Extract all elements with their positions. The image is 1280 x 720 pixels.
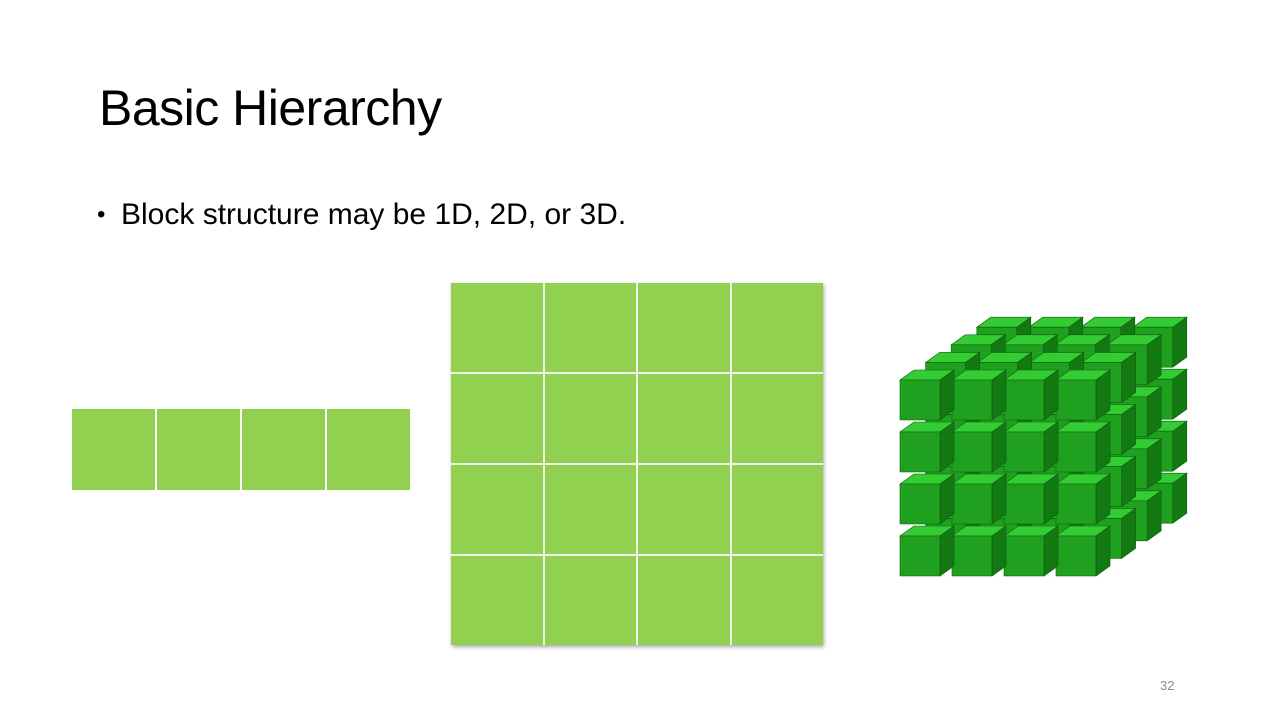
cube-front-face bbox=[899, 483, 941, 525]
cube-front-face bbox=[1055, 483, 1097, 525]
cube-front-face bbox=[951, 483, 993, 525]
cube-front-face bbox=[899, 431, 941, 473]
cube-front-face bbox=[951, 535, 993, 577]
block-cell bbox=[731, 556, 823, 645]
block-cell bbox=[72, 409, 155, 490]
cube-front-face bbox=[1003, 483, 1045, 525]
cube-front-face bbox=[899, 379, 941, 421]
page-number: 32 bbox=[1160, 678, 1175, 693]
block-cell bbox=[451, 556, 543, 645]
slide-title: Basic Hierarchy bbox=[99, 80, 442, 136]
cube-front-face bbox=[1055, 535, 1097, 577]
cube-front-face bbox=[1003, 431, 1045, 473]
block-grid-2d bbox=[451, 283, 823, 645]
cube-front-face bbox=[1003, 379, 1045, 421]
cube-front-face bbox=[951, 431, 993, 473]
block-cell bbox=[544, 283, 636, 372]
bullet-item: • Block structure may be 1D, 2D, or 3D. bbox=[97, 194, 626, 236]
block-cube-3d bbox=[890, 310, 1210, 610]
block-cell bbox=[638, 374, 730, 463]
block-cell bbox=[544, 556, 636, 645]
cube-front-face bbox=[899, 535, 941, 577]
cube-3d-image bbox=[899, 316, 1188, 577]
block-cell bbox=[451, 283, 543, 372]
block-cell bbox=[242, 409, 325, 490]
bullet-text: Block structure may be 1D, 2D, or 3D. bbox=[121, 198, 627, 231]
block-cell bbox=[731, 374, 823, 463]
block-cell bbox=[638, 283, 730, 372]
block-cell bbox=[731, 465, 823, 554]
block-grid-1d bbox=[72, 409, 410, 490]
cube-front-face bbox=[951, 379, 993, 421]
block-cell bbox=[731, 283, 823, 372]
block-cell bbox=[451, 374, 543, 463]
bullet-marker: • bbox=[97, 201, 106, 228]
bullet-list: • Block structure may be 1D, 2D, or 3D. bbox=[97, 194, 626, 236]
block-cell bbox=[451, 465, 543, 554]
block-cell bbox=[638, 465, 730, 554]
cube-front-face bbox=[1055, 431, 1097, 473]
block-cell bbox=[544, 465, 636, 554]
block-cell bbox=[544, 374, 636, 463]
block-cell bbox=[638, 556, 730, 645]
cube-front-face bbox=[1003, 535, 1045, 577]
block-cell bbox=[157, 409, 240, 490]
block-cell bbox=[327, 409, 410, 490]
cube-front-face bbox=[1055, 379, 1097, 421]
